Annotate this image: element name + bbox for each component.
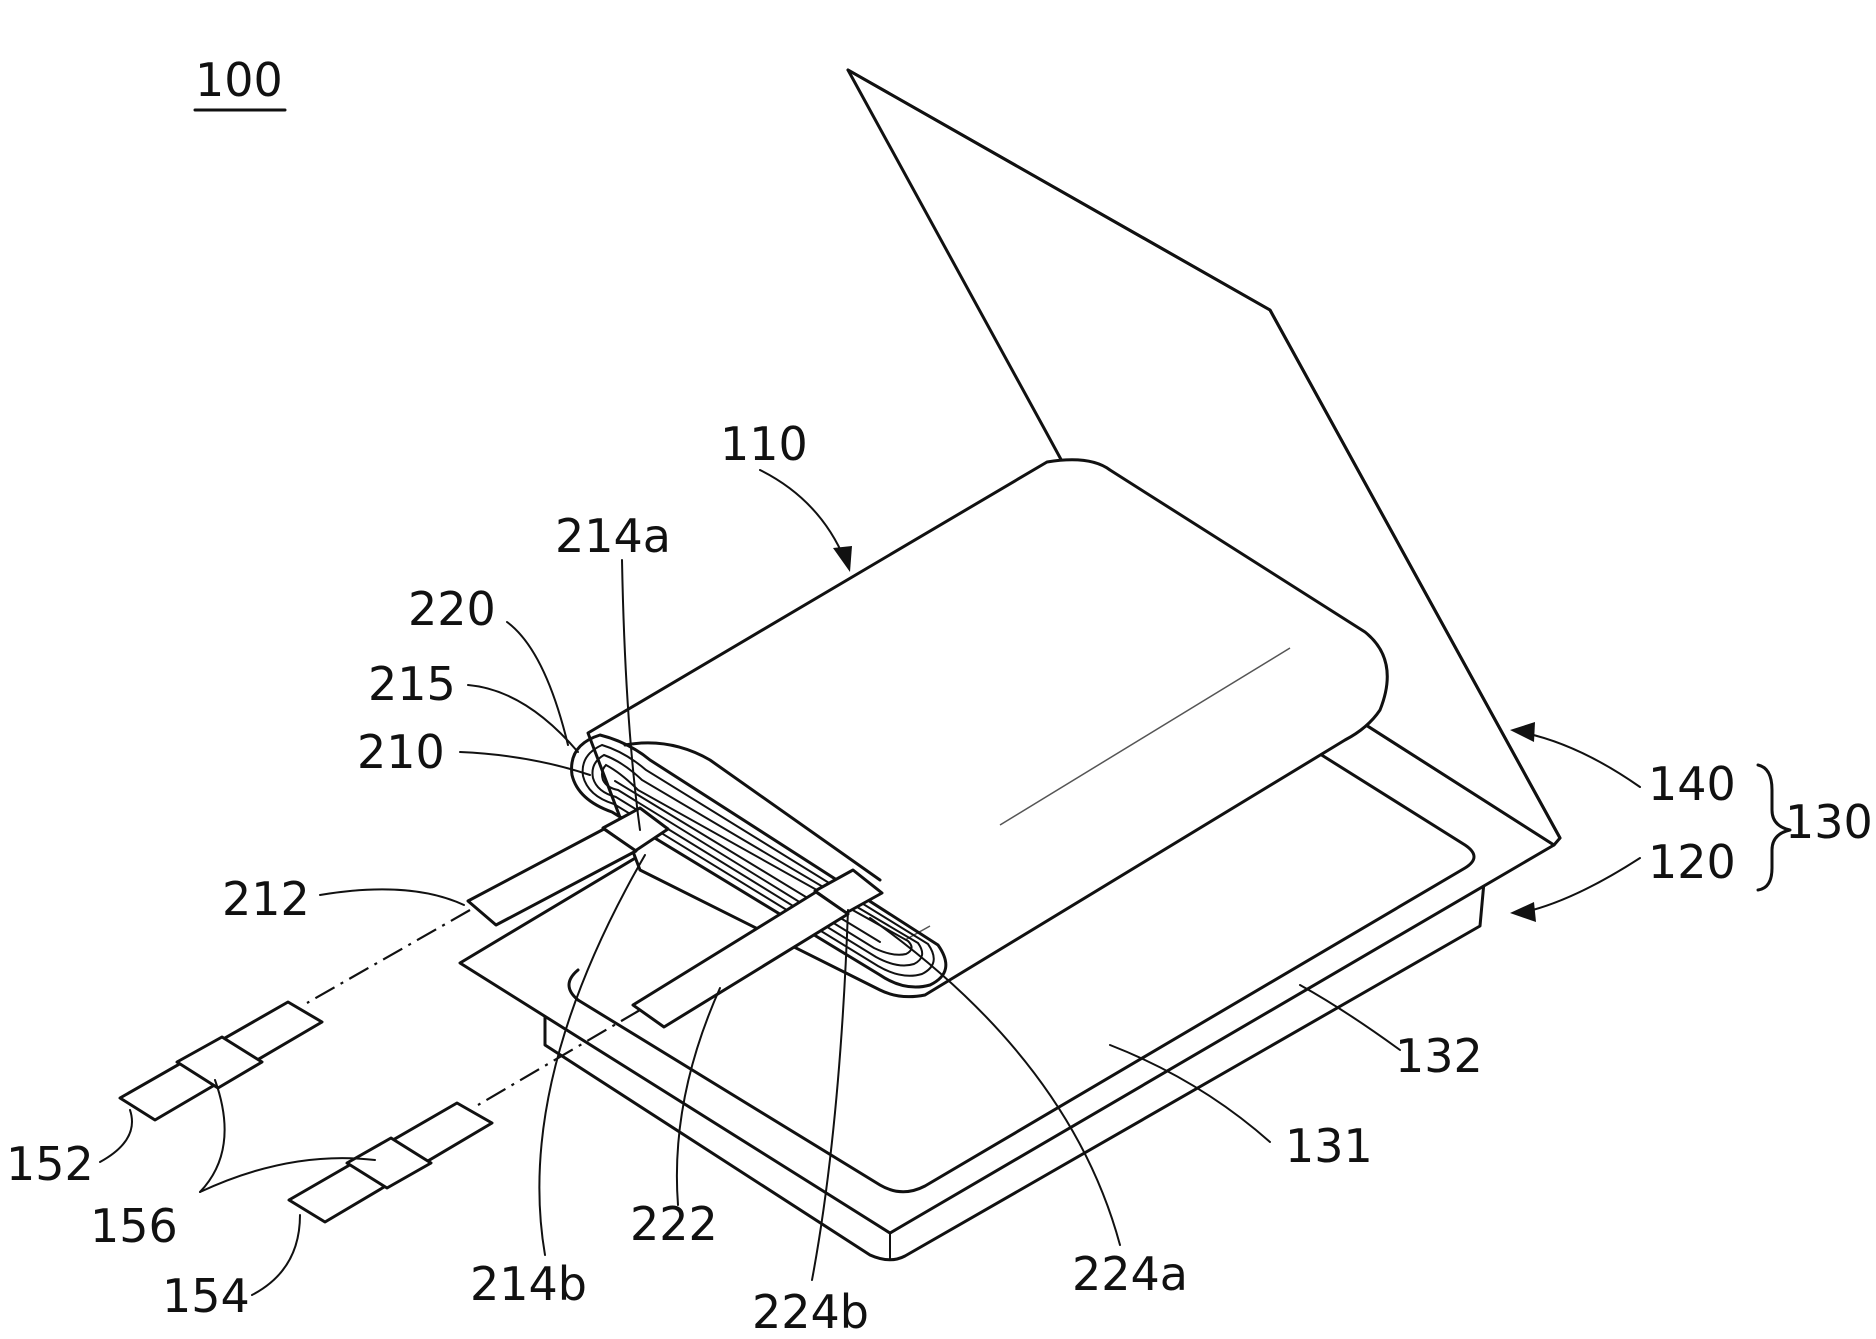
label-215: 215 bbox=[368, 657, 456, 711]
label-224b: 224b bbox=[752, 1285, 869, 1339]
label-131: 131 bbox=[1285, 1119, 1373, 1173]
label-214b: 214b bbox=[470, 1257, 587, 1311]
label-130: 130 bbox=[1785, 795, 1873, 849]
label-110: 110 bbox=[720, 417, 808, 471]
figure-ref-label: 100 bbox=[195, 53, 283, 107]
label-154: 154 bbox=[162, 1269, 250, 1323]
lead-tab-154 bbox=[289, 1103, 492, 1222]
label-212: 212 bbox=[222, 872, 310, 926]
label-152: 152 bbox=[6, 1137, 94, 1191]
label-222: 222 bbox=[630, 1197, 718, 1251]
label-132: 132 bbox=[1395, 1029, 1483, 1083]
label-220: 220 bbox=[408, 582, 496, 636]
label-156: 156 bbox=[90, 1199, 178, 1253]
label-210: 210 bbox=[357, 725, 445, 779]
label-214a: 214a bbox=[555, 509, 671, 563]
label-120: 120 bbox=[1648, 835, 1736, 889]
label-140: 140 bbox=[1648, 757, 1736, 811]
label-224a: 224a bbox=[1072, 1247, 1188, 1301]
